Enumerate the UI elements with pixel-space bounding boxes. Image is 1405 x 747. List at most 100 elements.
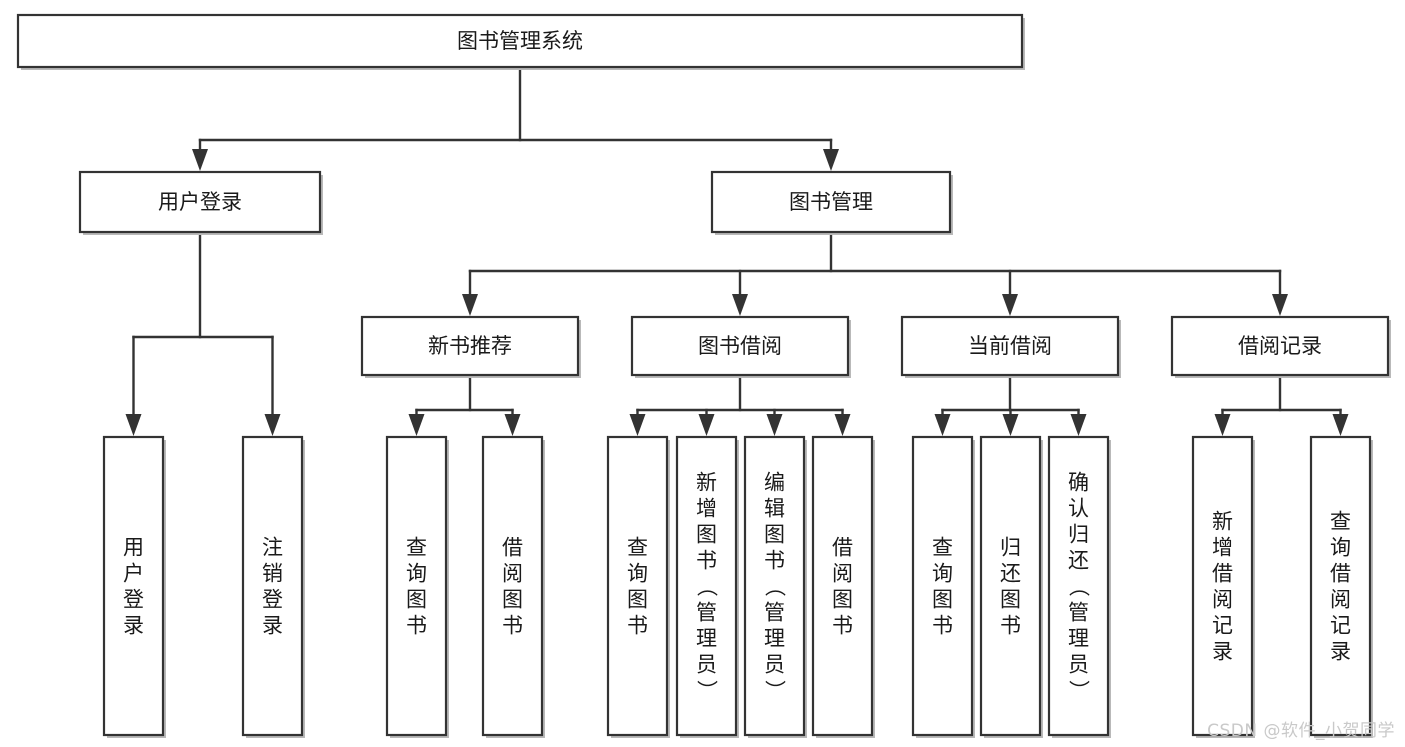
node-user_login[interactable]: 用户登录 — [78, 170, 323, 235]
node-root[interactable]: 图书管理系统 — [16, 13, 1025, 70]
svg-text:查: 查 — [627, 535, 648, 559]
svg-text:阅: 阅 — [1330, 587, 1351, 611]
node-rect[interactable] — [743, 435, 806, 737]
svg-text:理: 理 — [696, 626, 717, 650]
arrow-head-icon — [264, 414, 281, 436]
arrow-head-icon — [192, 149, 208, 171]
svg-text:编: 编 — [764, 470, 785, 494]
arrow-head-icon — [1214, 414, 1231, 436]
svg-text:注: 注 — [262, 535, 283, 559]
svg-text:）: ） — [1067, 680, 1091, 701]
node-rect[interactable] — [241, 435, 304, 737]
svg-text:图: 图 — [502, 587, 523, 611]
svg-text:借: 借 — [1212, 561, 1233, 585]
svg-text:图: 图 — [764, 522, 785, 546]
svg-text:员: 员 — [1068, 652, 1089, 676]
svg-text:）: ） — [763, 680, 787, 701]
arrow-head-icon — [125, 414, 142, 436]
svg-text:书: 书 — [406, 613, 427, 637]
node-current_borrow[interactable]: 当前借阅 — [900, 315, 1121, 378]
node-rect[interactable] — [630, 315, 850, 377]
svg-text:图: 图 — [627, 587, 648, 611]
node-rect[interactable] — [16, 13, 1024, 69]
svg-text:图: 图 — [832, 587, 853, 611]
svg-text:新: 新 — [1212, 509, 1233, 533]
svg-text:认: 认 — [1068, 496, 1089, 520]
node-rect[interactable] — [710, 170, 952, 234]
node-borrow_record[interactable]: 借阅记录 — [1170, 315, 1391, 378]
node-rect[interactable] — [1309, 435, 1372, 737]
node-rect[interactable] — [979, 435, 1042, 737]
svg-text:阅: 阅 — [832, 561, 853, 585]
svg-text:员: 员 — [764, 652, 785, 676]
svg-text:查: 查 — [1330, 509, 1351, 533]
node-rect[interactable] — [900, 315, 1120, 377]
svg-text:书: 书 — [627, 613, 648, 637]
svg-text:借: 借 — [832, 535, 853, 559]
svg-text:）: ） — [695, 680, 719, 701]
node-label: 新书推荐 — [428, 334, 512, 358]
node-book_mgmt[interactable]: 图书管理 — [710, 170, 953, 235]
watermark-text: CSDN @软件_小贺同学 — [1207, 721, 1395, 741]
arrow-head-icon — [766, 414, 783, 436]
svg-text:书: 书 — [502, 613, 523, 637]
node-rect[interactable] — [1170, 315, 1390, 377]
arrow-head-icon — [823, 149, 839, 171]
node-leaf_user_login[interactable]: 用户登录 — [102, 435, 166, 738]
svg-text:图: 图 — [406, 587, 427, 611]
svg-text:查: 查 — [406, 535, 427, 559]
svg-text:图: 图 — [1000, 587, 1021, 611]
node-rect[interactable] — [385, 435, 448, 737]
svg-text:登: 登 — [262, 587, 283, 611]
node-rect[interactable] — [606, 435, 669, 737]
node-rect[interactable] — [1191, 435, 1254, 737]
arrow-head-icon — [408, 414, 425, 436]
svg-text:用: 用 — [123, 535, 144, 559]
node-rect[interactable] — [360, 315, 580, 377]
node-new_book_rec[interactable]: 新书推荐 — [360, 315, 581, 378]
arrow-head-icon — [732, 294, 748, 316]
node-rect[interactable] — [811, 435, 874, 737]
svg-text:员: 员 — [696, 652, 717, 676]
node-rect[interactable] — [1047, 435, 1110, 737]
svg-text:图: 图 — [932, 587, 953, 611]
node-rect[interactable] — [675, 435, 738, 737]
node-book_borrow[interactable]: 图书借阅 — [630, 315, 851, 378]
svg-text:书: 书 — [932, 613, 953, 637]
svg-text:管: 管 — [764, 600, 785, 624]
svg-text:录: 录 — [262, 613, 283, 637]
node-rect[interactable] — [481, 435, 544, 737]
node-label: 用户登录 — [123, 535, 144, 637]
arrow-head-icon — [1272, 294, 1288, 316]
arrow-head-icon — [504, 414, 521, 436]
svg-text:书: 书 — [1000, 613, 1021, 637]
node-rect[interactable] — [911, 435, 974, 737]
svg-text:理: 理 — [1068, 626, 1089, 650]
svg-text:图: 图 — [696, 522, 717, 546]
node-rect[interactable] — [78, 170, 322, 234]
node-rect[interactable] — [102, 435, 165, 737]
node-layer: 图书管理系统用户登录图书管理新书推荐图书借阅当前借阅借阅记录用户登录注销登录查询… — [16, 13, 1391, 738]
